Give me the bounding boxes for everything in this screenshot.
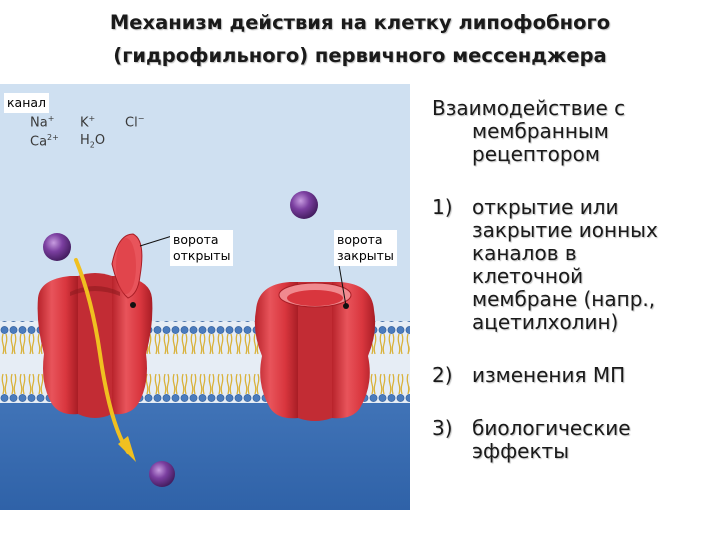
- gate-open-pointer: [139, 235, 173, 247]
- list-item: 1) открытие или закрытие ионных каналов …: [432, 196, 712, 334]
- open-channel: [37, 233, 153, 418]
- membrane-illustration: [0, 84, 410, 510]
- ion-flow-arrow: [74, 258, 136, 462]
- heading-line-1: Взаимодействие с: [432, 96, 626, 120]
- heading: Взаимодействие с мембранным рецептором: [432, 97, 712, 166]
- list-item-line: мембране (напр.,: [472, 287, 656, 311]
- slide-title: Механизм действия на клетку липофобного …: [0, 6, 720, 72]
- title-line-2: (гидрофильного) первичного мессенджера: [113, 44, 607, 67]
- ligand-molecule: [43, 233, 71, 261]
- list-item: 3) биологические эффекты: [432, 417, 712, 463]
- ion-channel-figure: Na+ K+ Cl− Ca2+ H2O канал ворота открыты…: [0, 84, 410, 510]
- ion-ca: Ca2+: [30, 133, 59, 150]
- gate-closed-pointer: [337, 258, 347, 307]
- ion-k: K+: [80, 114, 96, 131]
- channel-label: канал: [4, 93, 50, 113]
- gate-open-label-line-1: ворота: [173, 232, 219, 247]
- ion-particle: [149, 461, 175, 487]
- heading-line-3: рецептором: [472, 142, 600, 166]
- ligand-molecule: [290, 191, 318, 219]
- list-item-line: биологические: [472, 416, 631, 440]
- effects-list: 1) открытие или закрытие ионных каналов …: [432, 196, 712, 463]
- closed-channel: [254, 282, 376, 421]
- list-item-number: 1): [432, 195, 453, 219]
- gate-closed-label-line-2: закрыты: [337, 248, 394, 263]
- gate-open-label-line-2: открыты: [173, 248, 231, 263]
- list-item-line: каналов в: [472, 241, 577, 265]
- title-line-1: Механизм действия на клетку липофобного: [109, 11, 611, 34]
- gate-open-label: ворота открыты: [170, 230, 234, 266]
- list-item-line: эффекты: [472, 439, 570, 463]
- list-item-line: закрытие ионных: [472, 218, 658, 242]
- gate-closed-label: ворота закрыты: [334, 230, 397, 266]
- molecule-h2o: H2O: [80, 133, 106, 150]
- explanation-text: Взаимодействие с мембранным рецептором 1…: [432, 97, 712, 493]
- list-item-number: 2): [432, 363, 453, 387]
- list-item: 2) изменения МП: [432, 364, 712, 387]
- heading-line-2: мембранным: [472, 119, 609, 143]
- ion-list: Na+ K+ Cl− Ca2+ H2O: [0, 84, 200, 154]
- gate-closed-label-line-1: ворота: [337, 232, 383, 247]
- ion-na: Na+: [30, 114, 55, 131]
- list-item-line: открытие или: [472, 195, 619, 219]
- list-item-line: ацетилхолин): [472, 310, 619, 334]
- list-item-line: клеточной: [472, 264, 584, 288]
- list-item-number: 3): [432, 416, 453, 440]
- list-item-line: изменения МП: [472, 363, 626, 387]
- ion-cl: Cl−: [125, 114, 145, 131]
